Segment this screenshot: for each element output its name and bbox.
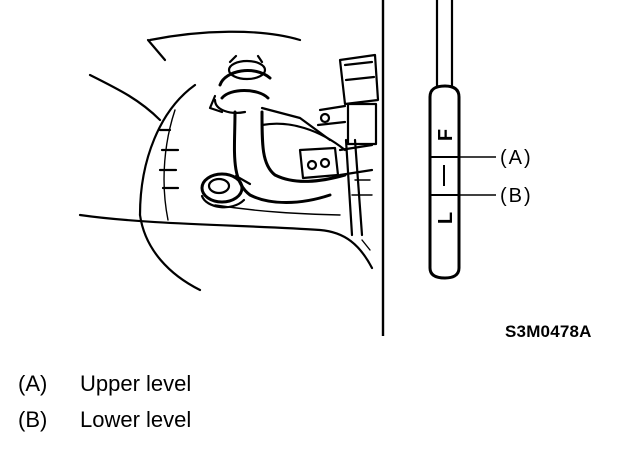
figure-code: S3M0478A (505, 322, 592, 341)
legend-key-a: (A) (18, 371, 48, 396)
dipstick-detail: F L (A) (B) (428, 0, 533, 280)
lower-mark-letter: L (435, 212, 457, 224)
upper-mark-letter: F (435, 129, 457, 141)
callout-b-label: (B) (500, 185, 533, 207)
legend-text-a: Upper level (80, 371, 192, 396)
legend-key-b: (B) (18, 407, 48, 432)
engine-compartment-drawing (78, 30, 380, 292)
callout-a-label: (A) (500, 147, 533, 169)
legend-text-b: Lower level (80, 407, 192, 432)
legend-item-a: (A) Upper level (18, 371, 191, 397)
legend-item-b: (B) Lower level (18, 407, 191, 433)
